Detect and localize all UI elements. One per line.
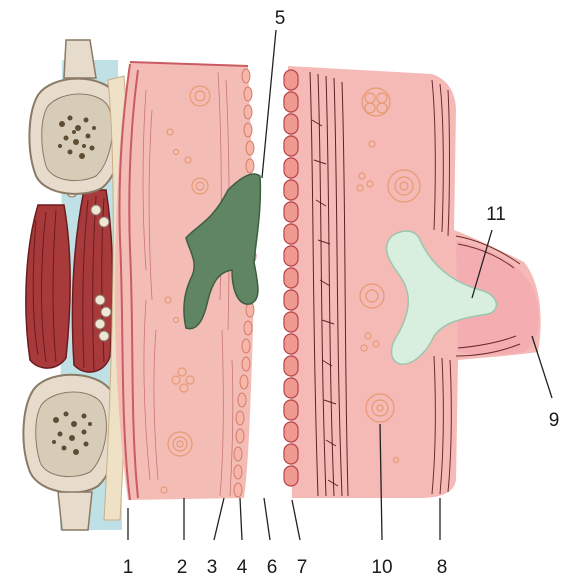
label-6: 6 [267,557,278,578]
leader-3 [214,498,224,540]
muscle-bundle-left [26,205,70,368]
left-tissue-section [23,40,260,530]
synovial-cell-column-right [284,70,298,486]
label-8: 8 [437,557,448,578]
label-9: 9 [549,410,560,431]
bone-extension-bottom [58,492,92,530]
right-tissue-section [284,66,541,498]
label-3: 3 [207,557,218,578]
label-11: 11 [486,204,506,225]
bone-lower [23,375,119,493]
bone-extension-top [64,40,96,78]
label-4: 4 [237,557,248,578]
label-5: 5 [275,8,286,29]
label-7: 7 [297,557,308,578]
leader-5 [262,30,276,178]
leader-7 [292,500,300,540]
label-10: 10 [371,557,392,578]
label-2: 2 [177,557,188,578]
label-1: 1 [123,557,134,578]
leader-4 [240,498,242,540]
leader-9 [532,336,552,398]
leader-6 [264,498,270,540]
